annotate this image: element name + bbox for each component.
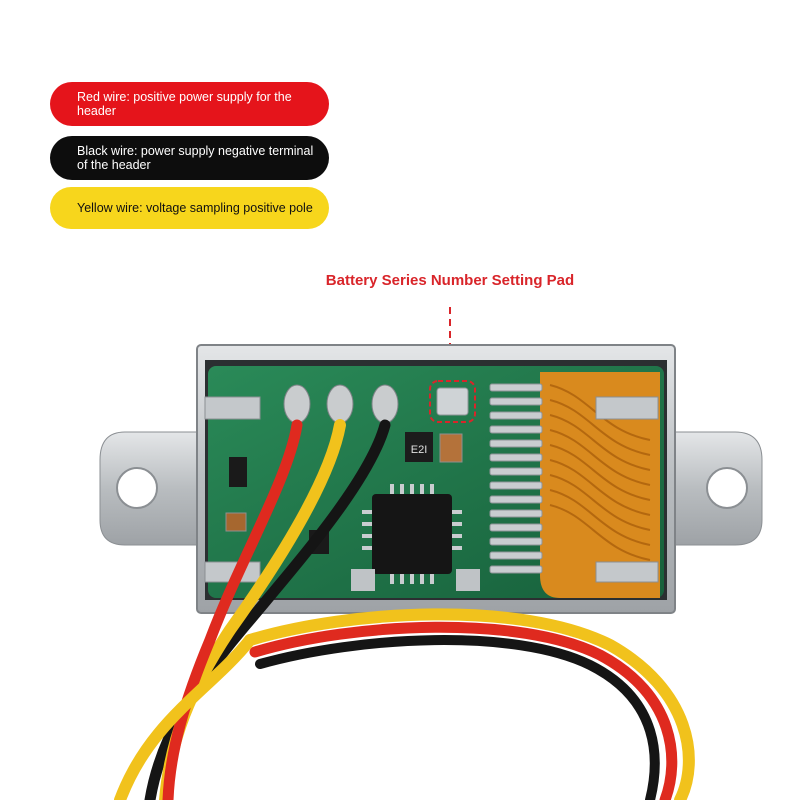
yellow-wire-label: Yellow wire: voltage sampling positive p…	[50, 187, 329, 229]
board-marking: E2I	[411, 444, 428, 456]
microcontroller-chip	[362, 484, 462, 584]
black-wire-label: Black wire: power supply negative termin…	[50, 136, 329, 180]
right-mounting-ear	[664, 431, 763, 546]
red-wire	[162, 419, 303, 800]
smd-components: E2I	[225, 432, 480, 591]
yellow-wire-label-text: Yellow wire: voltage sampling positive p…	[77, 201, 313, 215]
series-setting-pad	[429, 380, 476, 423]
setting-pad-callout: Battery Series Number Setting Pad	[325, 272, 575, 289]
red-wire-label-text: Red wire: positive power supply for the …	[77, 90, 292, 118]
black-wire-label-text: Black wire: power supply negative termin…	[77, 144, 314, 172]
flex-cable	[540, 372, 660, 598]
left-mounting-ear	[99, 431, 206, 546]
solder-pad-array	[489, 383, 543, 574]
red-wire-label: Red wire: positive power supply for the …	[50, 82, 329, 126]
black-wire	[144, 419, 391, 800]
wire-solder-joints	[283, 384, 399, 424]
